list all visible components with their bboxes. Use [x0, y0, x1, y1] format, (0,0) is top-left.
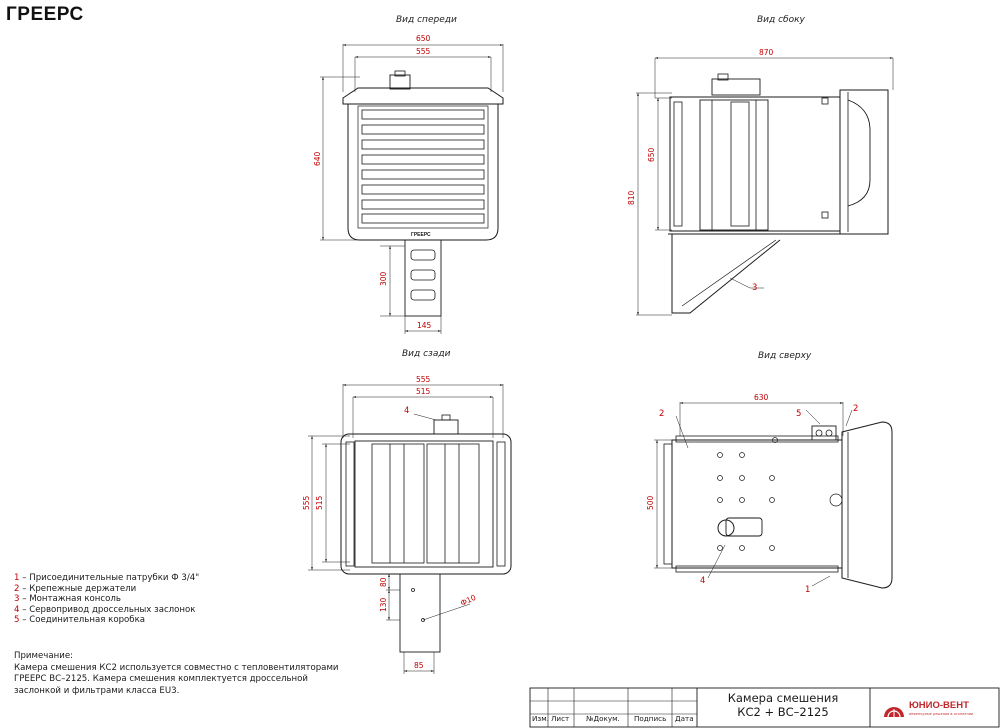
dim-top-width: 500 — [646, 495, 655, 510]
drawing-title: Камера смешения КС2 + ВС–2125 — [727, 691, 839, 719]
callout-4-back: 4 — [404, 406, 409, 416]
note-block: Примечание: Камера смешения КС2 использу… — [14, 651, 374, 697]
legend-item: 3 – Монтажная консоль — [14, 594, 121, 605]
stamp-column-label: Лист — [551, 714, 570, 723]
dim-front-console-height: 300 — [379, 271, 388, 286]
callout-5: 5 — [796, 409, 801, 419]
brand-logo: ГРЕЕРС — [6, 4, 84, 25]
dim-back-hole-diameter: Ф10 — [459, 593, 478, 608]
callout-4-top: 4 — [700, 576, 705, 586]
stamp-column-label: Изм. — [532, 714, 549, 723]
callout-1: 1 — [805, 585, 810, 595]
note-heading: Примечание: — [14, 651, 74, 661]
legend-item: 4 – Сервопривод дроссельных заслонок — [14, 604, 196, 615]
top-view-title: Вид сверху — [758, 351, 812, 361]
note-line: Камера смешения КС2 используется совмест… — [14, 662, 339, 673]
legend-item: 5 – Соединительная коробка — [14, 615, 146, 626]
dim-back-inner-height: 515 — [315, 495, 324, 510]
stamp-column-label: Подпись — [634, 714, 667, 723]
company-name: ЮНИО-ВЕНТ — [909, 700, 969, 711]
dim-back-offset: 80 — [379, 577, 388, 587]
side-view — [636, 57, 894, 316]
dim-back-hole-spacing: 130 — [379, 597, 388, 612]
note-line: заслонкой и фильтрами класса EU3. — [14, 685, 180, 696]
device-logo: ГРЕЕРС — [411, 232, 431, 238]
company-tagline: инженерные решения в отоплении — [909, 712, 974, 716]
dim-side-total-height: 810 — [627, 190, 636, 205]
dim-back-console-width: 85 — [414, 661, 424, 670]
dim-top-length: 630 — [754, 393, 769, 402]
legend-item: 1 – Присоединительные патрубки Ф 3/4" — [14, 573, 200, 583]
back-view — [308, 384, 512, 674]
dim-back-inner-width: 515 — [416, 387, 431, 396]
dim-back-height: 555 — [302, 495, 311, 510]
stamp-column-label: №Докум. — [586, 714, 620, 723]
title-block — [529, 687, 1000, 728]
dim-back-width: 555 — [416, 375, 431, 384]
dim-side-body-height: 650 — [647, 147, 656, 162]
top-view-fasteners — [717, 437, 843, 551]
legend: 1 – Присоединительные патрубки Ф 3/4" 2 … — [14, 573, 199, 626]
front-view — [320, 44, 504, 334]
dim-front-height: 640 — [313, 151, 322, 166]
note-line: ГРЕЕРС ВС–2125. Камера смешения комплект… — [14, 674, 309, 685]
front-louvres — [361, 109, 485, 224]
dim-front-width: 650 — [416, 34, 431, 43]
legend-item: 2 – Крепежные держатели — [14, 583, 137, 594]
callout-2-left: 2 — [659, 409, 664, 419]
callout-3: 3 — [752, 283, 757, 293]
back-view-title: Вид сзади — [402, 349, 451, 359]
dim-front-console-width: 145 — [417, 321, 432, 330]
side-view-title: Вид сбоку — [757, 15, 805, 25]
callout-2-right: 2 — [853, 404, 858, 414]
dim-side-length: 870 — [759, 48, 774, 57]
company-logo-icon — [884, 707, 904, 718]
dim-front-inner-width: 555 — [416, 47, 431, 56]
stamp-column-label: Дата — [675, 714, 694, 723]
front-view-title: Вид спереди — [396, 15, 457, 25]
top-view — [654, 402, 893, 589]
